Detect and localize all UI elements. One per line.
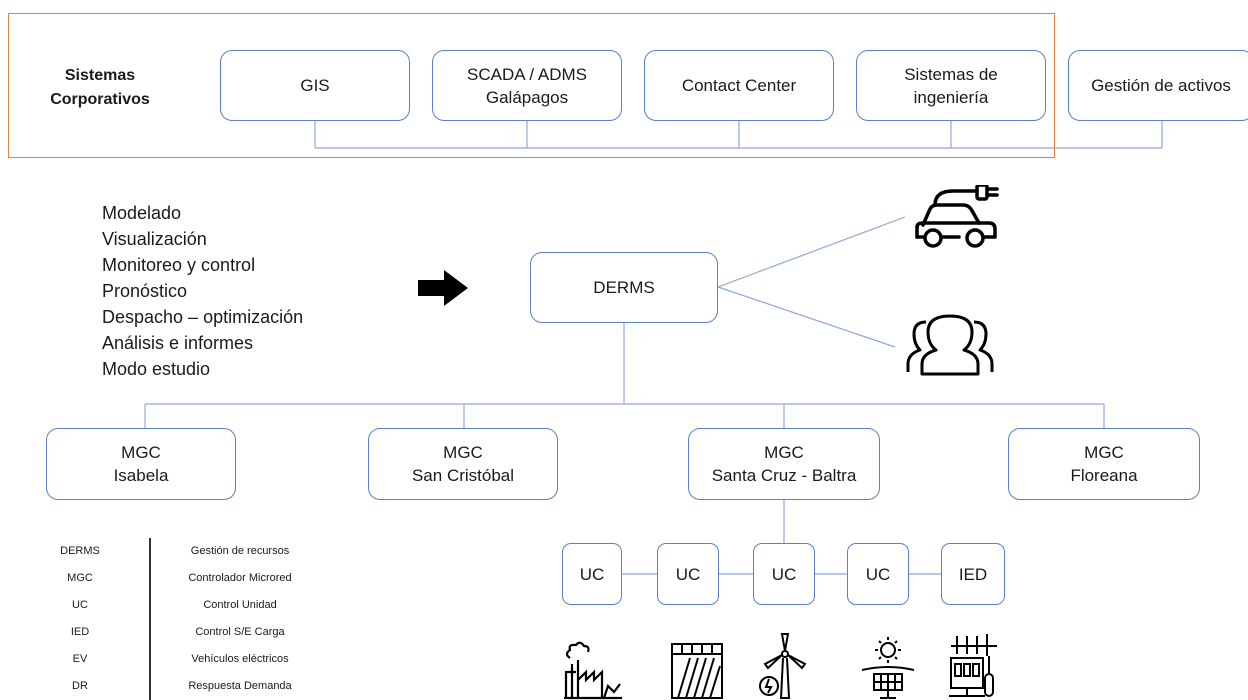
uc-box[interactable]: UC bbox=[753, 543, 815, 605]
ied-box[interactable]: IED bbox=[941, 543, 1005, 605]
mgc-box-santa-cruz-baltra[interactable]: MGC Santa Cruz - Baltra bbox=[688, 428, 880, 500]
people-group-icon bbox=[906, 314, 994, 376]
function-item: Monitoreo y control bbox=[102, 255, 256, 275]
system-box-gis[interactable]: GIS bbox=[220, 50, 410, 121]
mgc-box-san-cristobal[interactable]: MGC San Cristóbal bbox=[368, 428, 558, 500]
derms-functions-list: Modelado Visualización Monitoreo y contr… bbox=[102, 200, 303, 382]
system-box-contact-center[interactable]: Contact Center bbox=[644, 50, 834, 121]
corporate-systems-title: Sistemas Corporativos bbox=[50, 67, 150, 108]
system-box-asset-management[interactable]: Gestión de activos bbox=[1068, 50, 1248, 121]
thermal-plant-icon bbox=[564, 641, 622, 700]
electric-car-icon bbox=[915, 185, 999, 248]
function-item: Modo estudio bbox=[102, 359, 211, 379]
legend-divider bbox=[149, 538, 151, 700]
right-arrow-icon bbox=[418, 270, 468, 306]
hydro-dam-icon bbox=[671, 643, 723, 699]
function-item: Análisis e informes bbox=[102, 333, 254, 353]
mgc-box-floreana[interactable]: MGC Floreana bbox=[1008, 428, 1200, 500]
corporate-systems-frame bbox=[8, 13, 1055, 158]
mgc-box-isabela[interactable]: MGC Isabela bbox=[46, 428, 236, 500]
system-box-engineering[interactable]: Sistemas de ingeniería bbox=[856, 50, 1046, 121]
uc-box[interactable]: UC bbox=[847, 543, 909, 605]
function-item: Despacho – optimización bbox=[102, 307, 304, 327]
derms-box[interactable]: DERMS bbox=[530, 252, 718, 323]
function-item: Visualización bbox=[102, 229, 207, 249]
substation-icon bbox=[949, 634, 997, 697]
function-item: Modelado bbox=[102, 203, 182, 223]
solar-panel-icon bbox=[861, 637, 915, 699]
uc-box[interactable]: UC bbox=[562, 543, 622, 605]
function-item: Pronóstico bbox=[102, 281, 188, 301]
uc-box[interactable]: UC bbox=[657, 543, 719, 605]
system-box-scada-adms[interactable]: SCADA / ADMS Galápagos bbox=[432, 50, 622, 121]
wind-turbine-icon bbox=[759, 633, 807, 699]
